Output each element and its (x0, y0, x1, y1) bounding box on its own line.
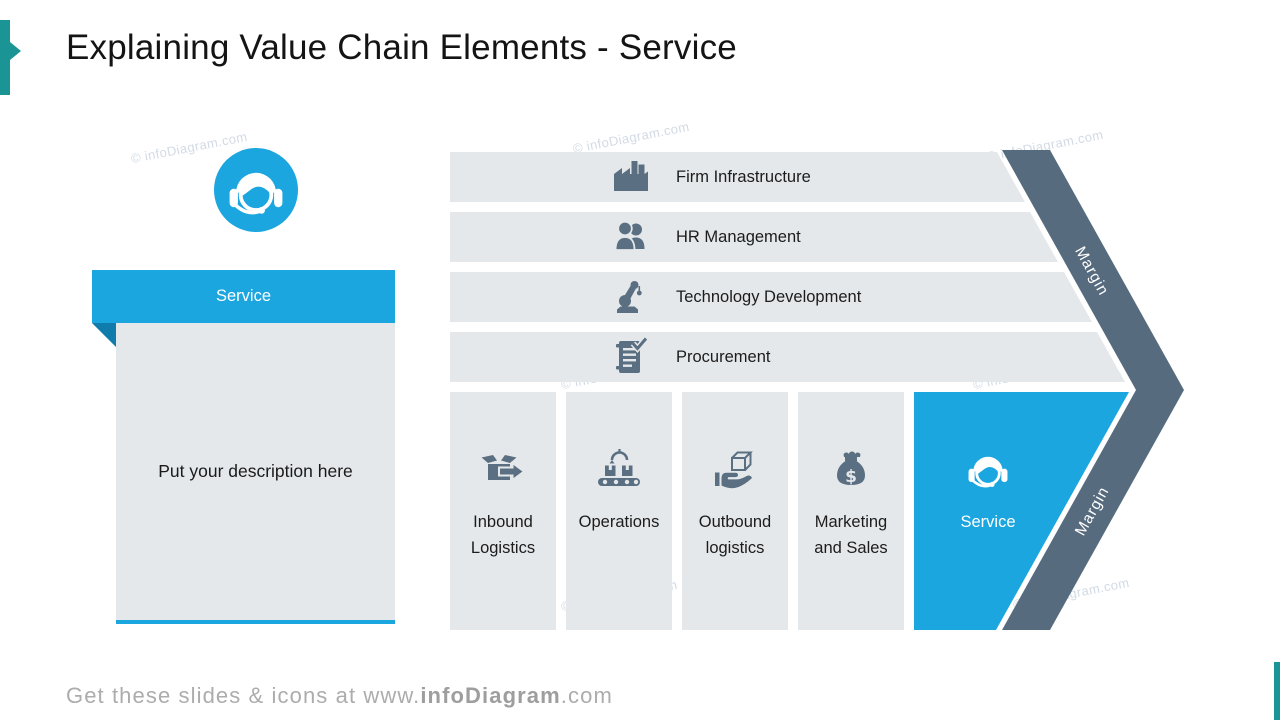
detail-panel-description-box: Put your description here (116, 323, 395, 624)
headset-agent-icon (956, 444, 1020, 496)
detail-panel-description: Put your description here (158, 461, 353, 481)
primary-column-label: Outbound logistics (698, 513, 772, 557)
factory-icon (608, 157, 654, 197)
support-bar-hr-management: HR Management (450, 212, 1058, 262)
badge-circle (214, 148, 298, 232)
hand-box-icon (715, 451, 753, 489)
primary-column-inbound-logistics: Inbound Logistics (450, 392, 556, 630)
primary-column-label: Marketing and Sales (814, 513, 888, 557)
support-bar-label: Firm Infrastructure (676, 167, 811, 186)
primary-column-outbound-logistics: Outbound logistics (682, 392, 788, 630)
robot-arm-icon (608, 277, 654, 317)
money-bag-icon: $ (837, 451, 865, 487)
footer-brand: infoDiagram (420, 683, 561, 708)
detail-panel-fold (92, 323, 116, 347)
slide-title: Explaining Value Chain Elements - Servic… (66, 28, 737, 67)
detail-panel-header: Service (92, 270, 395, 323)
service-badge (214, 148, 298, 232)
slide-accent-strip (1274, 662, 1280, 720)
support-bar-label: HR Management (676, 227, 801, 246)
open-box-arrow-icon (481, 455, 526, 482)
watermark: © infoDiagram.com (1011, 574, 1131, 613)
support-bar-procurement: Procurement (450, 332, 1125, 382)
watermark: © infoDiagram.com (571, 118, 691, 157)
margin-label-top: Margin (1071, 244, 1112, 299)
support-bar-technology-development: Technology Development (450, 272, 1092, 322)
slide-accent-arrow (0, 20, 21, 95)
footer-credit: Get these slides & icons at www.infoDiag… (66, 683, 613, 709)
people-icon (608, 217, 654, 257)
support-bar-label: Procurement (676, 347, 771, 366)
support-bar-firm-infrastructure: Firm Infrastructure (450, 152, 1025, 202)
checklist-icon (608, 337, 654, 377)
dollar-glyph: $ (845, 467, 857, 487)
primary-column-label: Operations (578, 513, 660, 531)
service-column-content: Service (914, 392, 1062, 630)
primary-column-operations: Operations (566, 392, 672, 630)
watermark: © infoDiagram.com (985, 126, 1105, 165)
detail-panel-header-label: Service (215, 287, 272, 305)
primary-column-marketing-sales: $ Marketing and Sales (798, 392, 904, 630)
footer-suffix: .com (560, 683, 613, 708)
margin-label-bottom: Margin (1072, 484, 1113, 539)
primary-column-label: Service (960, 513, 1016, 531)
support-bar-label: Technology Development (676, 287, 862, 306)
footer-prefix: Get these slides & icons at www. (66, 683, 421, 708)
primary-column-label: Inbound Logistics (470, 513, 536, 557)
conveyor-icon (598, 449, 640, 486)
